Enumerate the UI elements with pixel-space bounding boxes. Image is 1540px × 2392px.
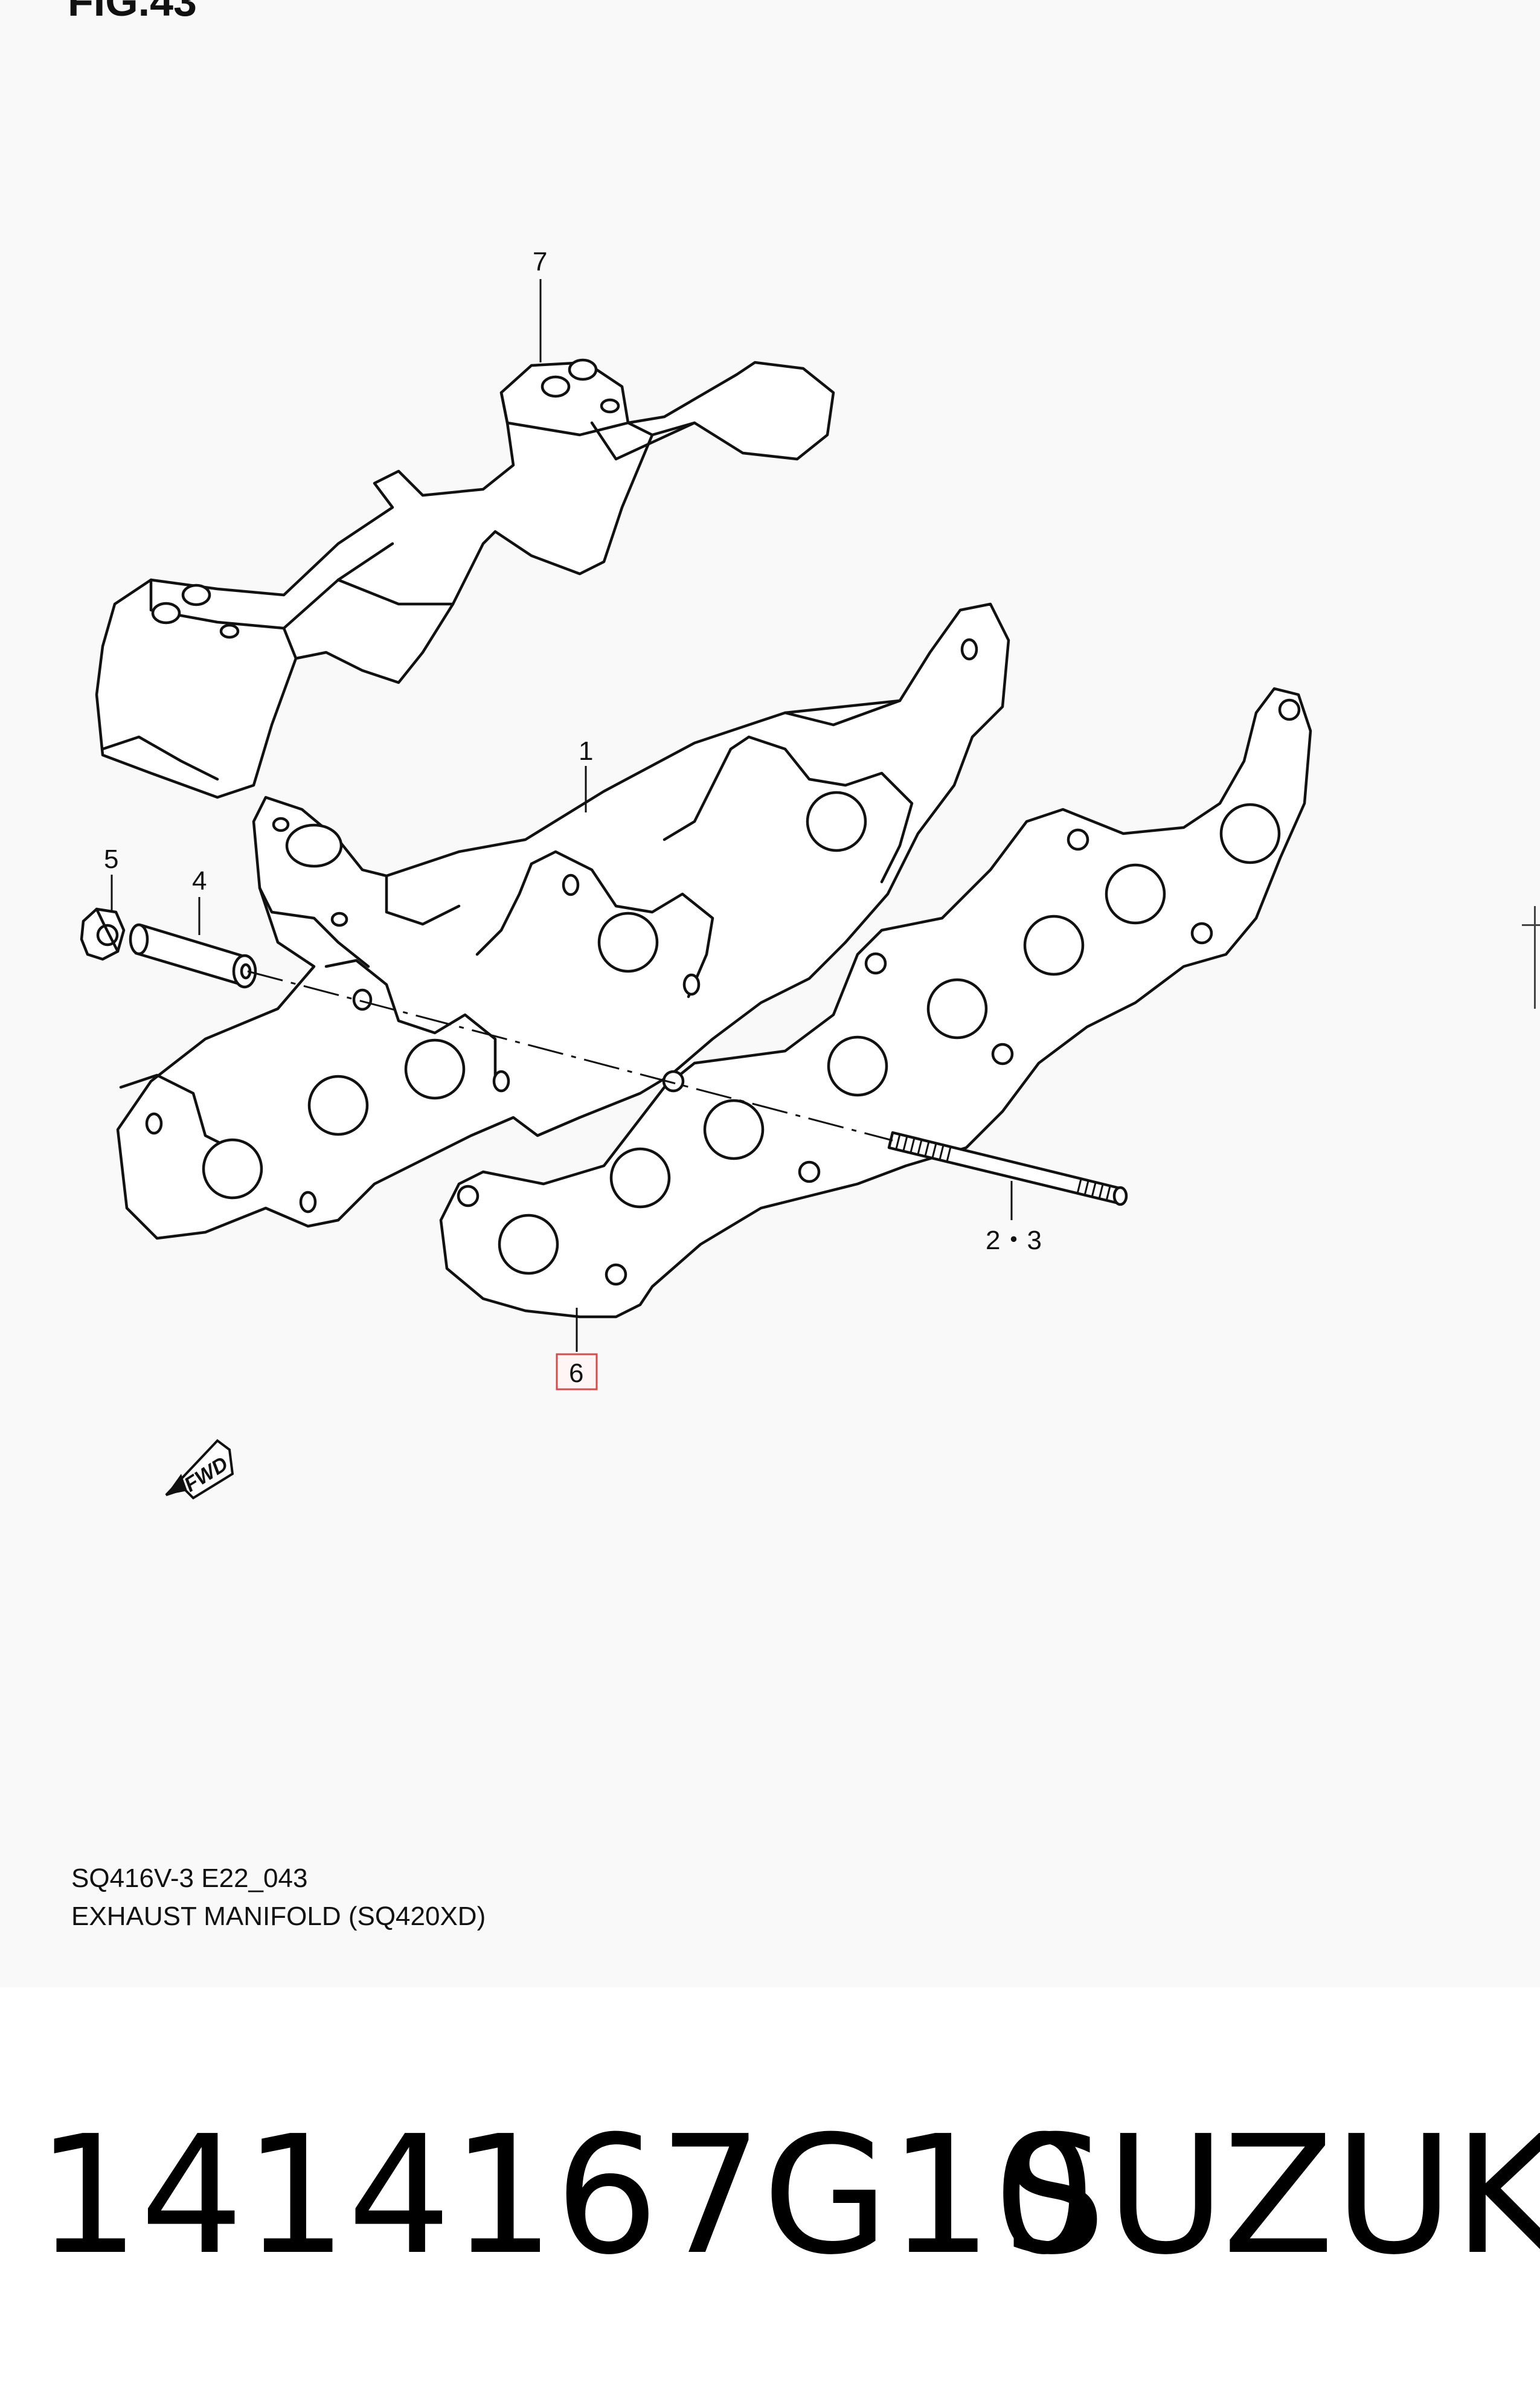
figure-description: EXHAUST MANIFOLD (SQ420XD) — [71, 1902, 486, 1931]
exhaust-manifold-diagram: 7 1 5 4 2・3 6 FWD — [80, 247, 1312, 1500]
model-code: SQ416V-3 E22_043 — [71, 1863, 308, 1893]
edge-rule — [1534, 906, 1536, 1009]
callout-7: 7 — [533, 247, 547, 277]
heat-shield-part — [95, 358, 835, 799]
gasket-part — [439, 687, 1312, 1319]
assembly-center-line — [247, 970, 893, 1142]
highlight-box — [556, 1353, 598, 1391]
nut-part — [80, 907, 126, 961]
exhaust-manifold-part — [116, 602, 1010, 1240]
callout-6: 6 — [569, 1358, 583, 1388]
leader-lines — [111, 279, 1013, 1352]
brand-name: SUZUKI — [1003, 2100, 1540, 2291]
edge-tick — [1522, 924, 1540, 926]
fwd-arrow-icon: FWD — [165, 1439, 234, 1500]
figure-title: FIG.43 — [68, 0, 197, 25]
callout-4: 4 — [192, 866, 207, 896]
callout-5: 5 — [104, 844, 118, 874]
callout-2-3: 2・3 — [986, 1226, 1042, 1255]
spacer-part — [129, 923, 257, 989]
stud-part — [887, 1131, 1128, 1206]
callout-1: 1 — [579, 736, 593, 766]
part-number: 1414167G10 — [36, 2100, 1097, 2291]
